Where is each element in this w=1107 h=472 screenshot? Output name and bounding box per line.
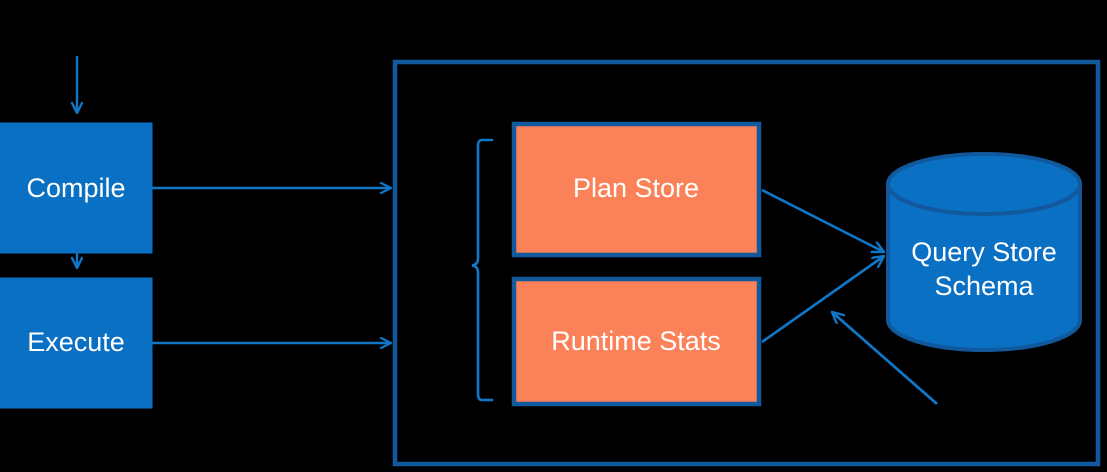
- execute-label: Execute: [27, 327, 125, 357]
- runtime-stats-label: Runtime Stats: [551, 326, 721, 356]
- query-store-schema-cylinder: [886, 152, 1082, 352]
- query-store-boundary: [392, 59, 1101, 467]
- edge-runtime-stats-to-schema: [761, 256, 884, 344]
- query-store-schema-label-line1: Query Store: [911, 237, 1057, 267]
- edge-external-to-schema: [832, 312, 938, 406]
- compile-label: Compile: [26, 173, 125, 203]
- runtime-stats-box: [511, 276, 762, 407]
- grouping-brace: [471, 138, 494, 402]
- query-store-schema-label-line2: Schema: [934, 271, 1034, 301]
- plan-store-label: Plan Store: [573, 173, 699, 203]
- plan-store-box: [511, 121, 762, 258]
- execute-box: [0, 277, 153, 409]
- edge-plan-store-to-schema: [761, 188, 884, 252]
